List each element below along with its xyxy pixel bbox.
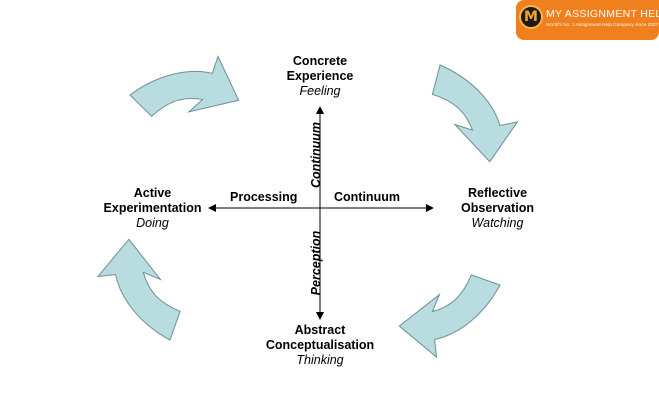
vertical-continuum-label: Continuum (309, 122, 323, 188)
right-title-line1: Reflective (467, 186, 528, 200)
cycle-arrow-top-left (126, 27, 253, 153)
cycle-arrow-bottom-right (394, 263, 502, 367)
right-mode: Watching (471, 216, 524, 230)
active-experimentation-label: Active Experimentation Doing (95, 186, 210, 231)
processing-continuum-label: Continuum (334, 190, 400, 204)
cycle-arrow-top-right (426, 64, 523, 165)
cycle-arrow-bottom-left (88, 234, 192, 342)
brand-logo: M MY ASSIGNMENT HELP World's No. 1 Assig… (516, 0, 659, 40)
abstract-conceptualisation-label: Abstract Conceptualisation Thinking (255, 323, 385, 368)
left-mode: Doing (136, 216, 169, 230)
perception-label: Perception (309, 230, 323, 296)
top-title-line2: Experience (286, 69, 354, 83)
top-mode: Feeling (299, 84, 341, 98)
bottom-mode: Thinking (296, 353, 344, 367)
top-title-line1: Concrete (292, 54, 348, 68)
concrete-experience-label: Concrete Experience Feeling (270, 54, 370, 99)
processing-label: Processing (230, 190, 298, 204)
bottom-title-line1: Abstract (294, 323, 346, 337)
bottom-title-line2: Conceptualisation (265, 338, 375, 352)
logo-m-icon: M (519, 5, 543, 29)
left-title-line2: Experimentation (103, 201, 202, 215)
logo-tagline: World's No. 1 Assignment Help Company si… (546, 23, 659, 28)
left-title-line1: Active (133, 186, 172, 200)
right-title-line2: Observation (461, 201, 534, 215)
logo-title: MY ASSIGNMENT HELP (546, 8, 659, 20)
reflective-observation-label: Reflective Observation Watching (445, 186, 550, 231)
